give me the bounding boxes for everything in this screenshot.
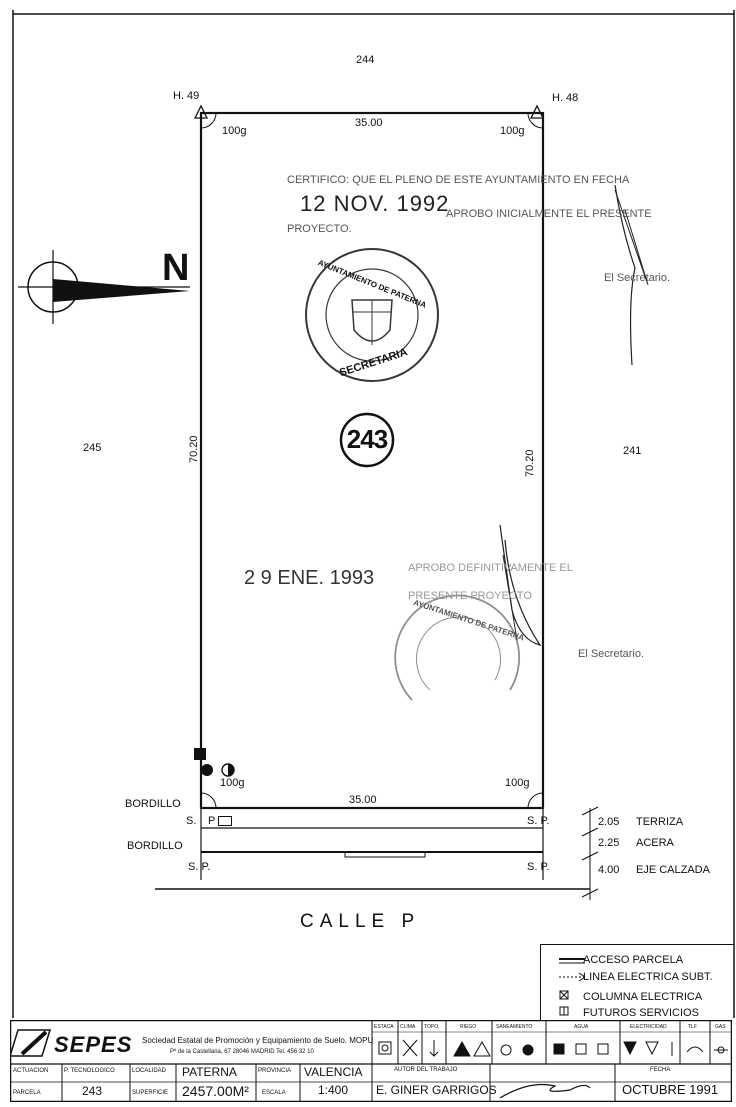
h-parcela: PARCELA <box>13 1090 41 1096</box>
h-actuacion: ACTUACION <box>13 1068 49 1074</box>
cert2-secretary: El Secretario. <box>578 648 645 660</box>
dim-left: 70.20 <box>188 435 200 463</box>
cert2-line2: PRESENTE PROYECTO <box>408 590 532 602</box>
utility-column <box>201 764 213 776</box>
legend-label-column: COLUMNA ELECTRICA <box>583 991 703 1003</box>
h-escala: ESCALA <box>262 1090 286 1096</box>
future-icon <box>559 1006 569 1016</box>
h-autor: AUTOR DEL TRABAJO <box>394 1067 458 1073</box>
h-superficie: SUPERFICIE <box>132 1090 169 1096</box>
access-ramp <box>344 851 426 858</box>
legend-label-future: FUTUROS SERVICIOS <box>583 1007 699 1019</box>
service-electricidad: ELECTRICIDAD <box>630 1024 667 1030</box>
section-3-label: EJE CALZADA <box>636 864 710 876</box>
parcel-boundary <box>199 111 545 810</box>
marker-h48 <box>529 104 545 119</box>
cert1-line3: PROYECTO. <box>287 223 352 235</box>
cert2-line1: APROBO DEFINITIVAMENTE EL <box>408 562 573 574</box>
bordillo-label-2: BORDILLO <box>127 840 183 852</box>
arc-tl <box>200 112 217 129</box>
cert1-line1: CERTIFICO: QUE EL PLENO DE ESTE AYUNTAMI… <box>287 174 630 186</box>
column-icon <box>559 990 569 1000</box>
h-provincia: PROVINCIA <box>258 1068 292 1074</box>
section-2-label: ACERA <box>636 837 674 849</box>
arc-tr <box>527 112 544 129</box>
parcel-number: 243 <box>346 424 388 454</box>
legend-label-cable: LINEA ELECTRICA SUBT. <box>583 971 713 983</box>
arc-bl <box>200 792 217 809</box>
sp-left-label: S. <box>186 815 197 827</box>
seal-2 <box>394 594 521 701</box>
arc-br <box>527 792 544 809</box>
cert1-secretary: El Secretario. <box>604 272 671 284</box>
cert1-date: 12 NOV. 1992 <box>300 191 450 216</box>
org-name: Sociedad Estatal de Promoción y Equipami… <box>142 1036 374 1045</box>
marker-h48-label: H. 48 <box>552 92 579 104</box>
neighbor-top: 244 <box>356 54 375 66</box>
v-localidad: PATERNA <box>182 1065 237 1079</box>
street-name: CALLE P <box>300 911 421 932</box>
dim-right: 70.20 <box>524 449 536 477</box>
sepes-logo-mark <box>10 1029 52 1057</box>
cert2-date: 2 9 ENE. 1993 <box>244 567 375 589</box>
section-1-value: 2.05 <box>598 816 620 828</box>
angle-tr: 100g <box>500 125 525 137</box>
signature-2 <box>499 524 542 646</box>
marker-h49 <box>193 104 209 119</box>
section-3-value: 4.00 <box>598 864 620 876</box>
dim-bottom: 35.00 <box>349 794 377 806</box>
legend-label-access: ACCESO PARCELA <box>583 954 684 966</box>
signature-1 <box>614 184 636 366</box>
section-2-value: 2.25 <box>598 837 620 849</box>
sp-left-p: P <box>208 815 216 827</box>
service-tlf: TLF <box>688 1024 697 1030</box>
service-icons <box>378 1039 728 1057</box>
service-gas: GAS <box>715 1024 726 1030</box>
parcel-number-circle <box>339 412 395 468</box>
angle-bl: 100g <box>220 777 245 789</box>
neighbor-right: 241 <box>623 445 642 457</box>
v-escala: 1:400 <box>318 1083 349 1097</box>
neighbor-left: 245 <box>83 442 102 454</box>
dim-top: 35.00 <box>355 117 383 129</box>
service-topo: TOPO. <box>424 1024 440 1030</box>
service-clima: CLIMA <box>400 1024 416 1030</box>
service-saneamiento: SANEAMIENTO <box>496 1024 533 1030</box>
marker-h49-label: H. 49 <box>173 90 200 102</box>
sepes-logo: SEPES <box>54 1032 133 1057</box>
sp-bottom-right: S. P. <box>527 861 550 873</box>
north-arrow <box>18 250 190 324</box>
org-address: Pº de la Castellana, 67 28046 MADRID Tel… <box>170 1049 314 1055</box>
v-superficie: 2457.00M² <box>182 1083 249 1099</box>
utility-box <box>194 748 206 760</box>
v-fecha: OCTUBRE 1991 <box>622 1082 719 1097</box>
sp-bottom-left: S. P. <box>188 861 211 873</box>
v-provincia: VALENCIA <box>304 1065 363 1079</box>
future-services-symbol <box>218 816 232 826</box>
v-autor: E. GINER GARRIGOS <box>376 1083 497 1097</box>
sp-right-label: S. P. <box>527 815 550 827</box>
title-block: SEPES Sociedad Estatal de Promoción y Eq… <box>10 1020 732 1102</box>
cert1-line2: APROBO INICIALMENTE EL PRESENTE <box>446 208 652 220</box>
bordillo-label-1: BORDILLO <box>125 798 181 810</box>
north-letter: N <box>162 247 190 289</box>
cable-icon <box>559 972 585 982</box>
angle-tl: 100g <box>222 125 247 137</box>
v-parcela: 243 <box>82 1084 103 1098</box>
author-signature <box>499 1083 591 1099</box>
h-localidad: LOCALIDAD <box>132 1068 167 1074</box>
v-actuacion: P. TECNOLOGICO <box>64 1068 115 1074</box>
utility-half <box>228 764 234 776</box>
access-icon <box>559 958 585 964</box>
service-agua: AGUA <box>574 1024 589 1030</box>
legend-box: ACCESO PARCELA LINEA ELECTRICA SUBT. COL… <box>540 944 735 1021</box>
service-riego: RIEGO <box>460 1024 477 1030</box>
seal-1 <box>305 248 439 382</box>
section-1-label: TERRIZA <box>636 816 684 828</box>
service-estaca: ESTACA <box>374 1024 394 1030</box>
h-fecha: FECHA <box>650 1067 671 1073</box>
angle-br: 100g <box>505 777 530 789</box>
